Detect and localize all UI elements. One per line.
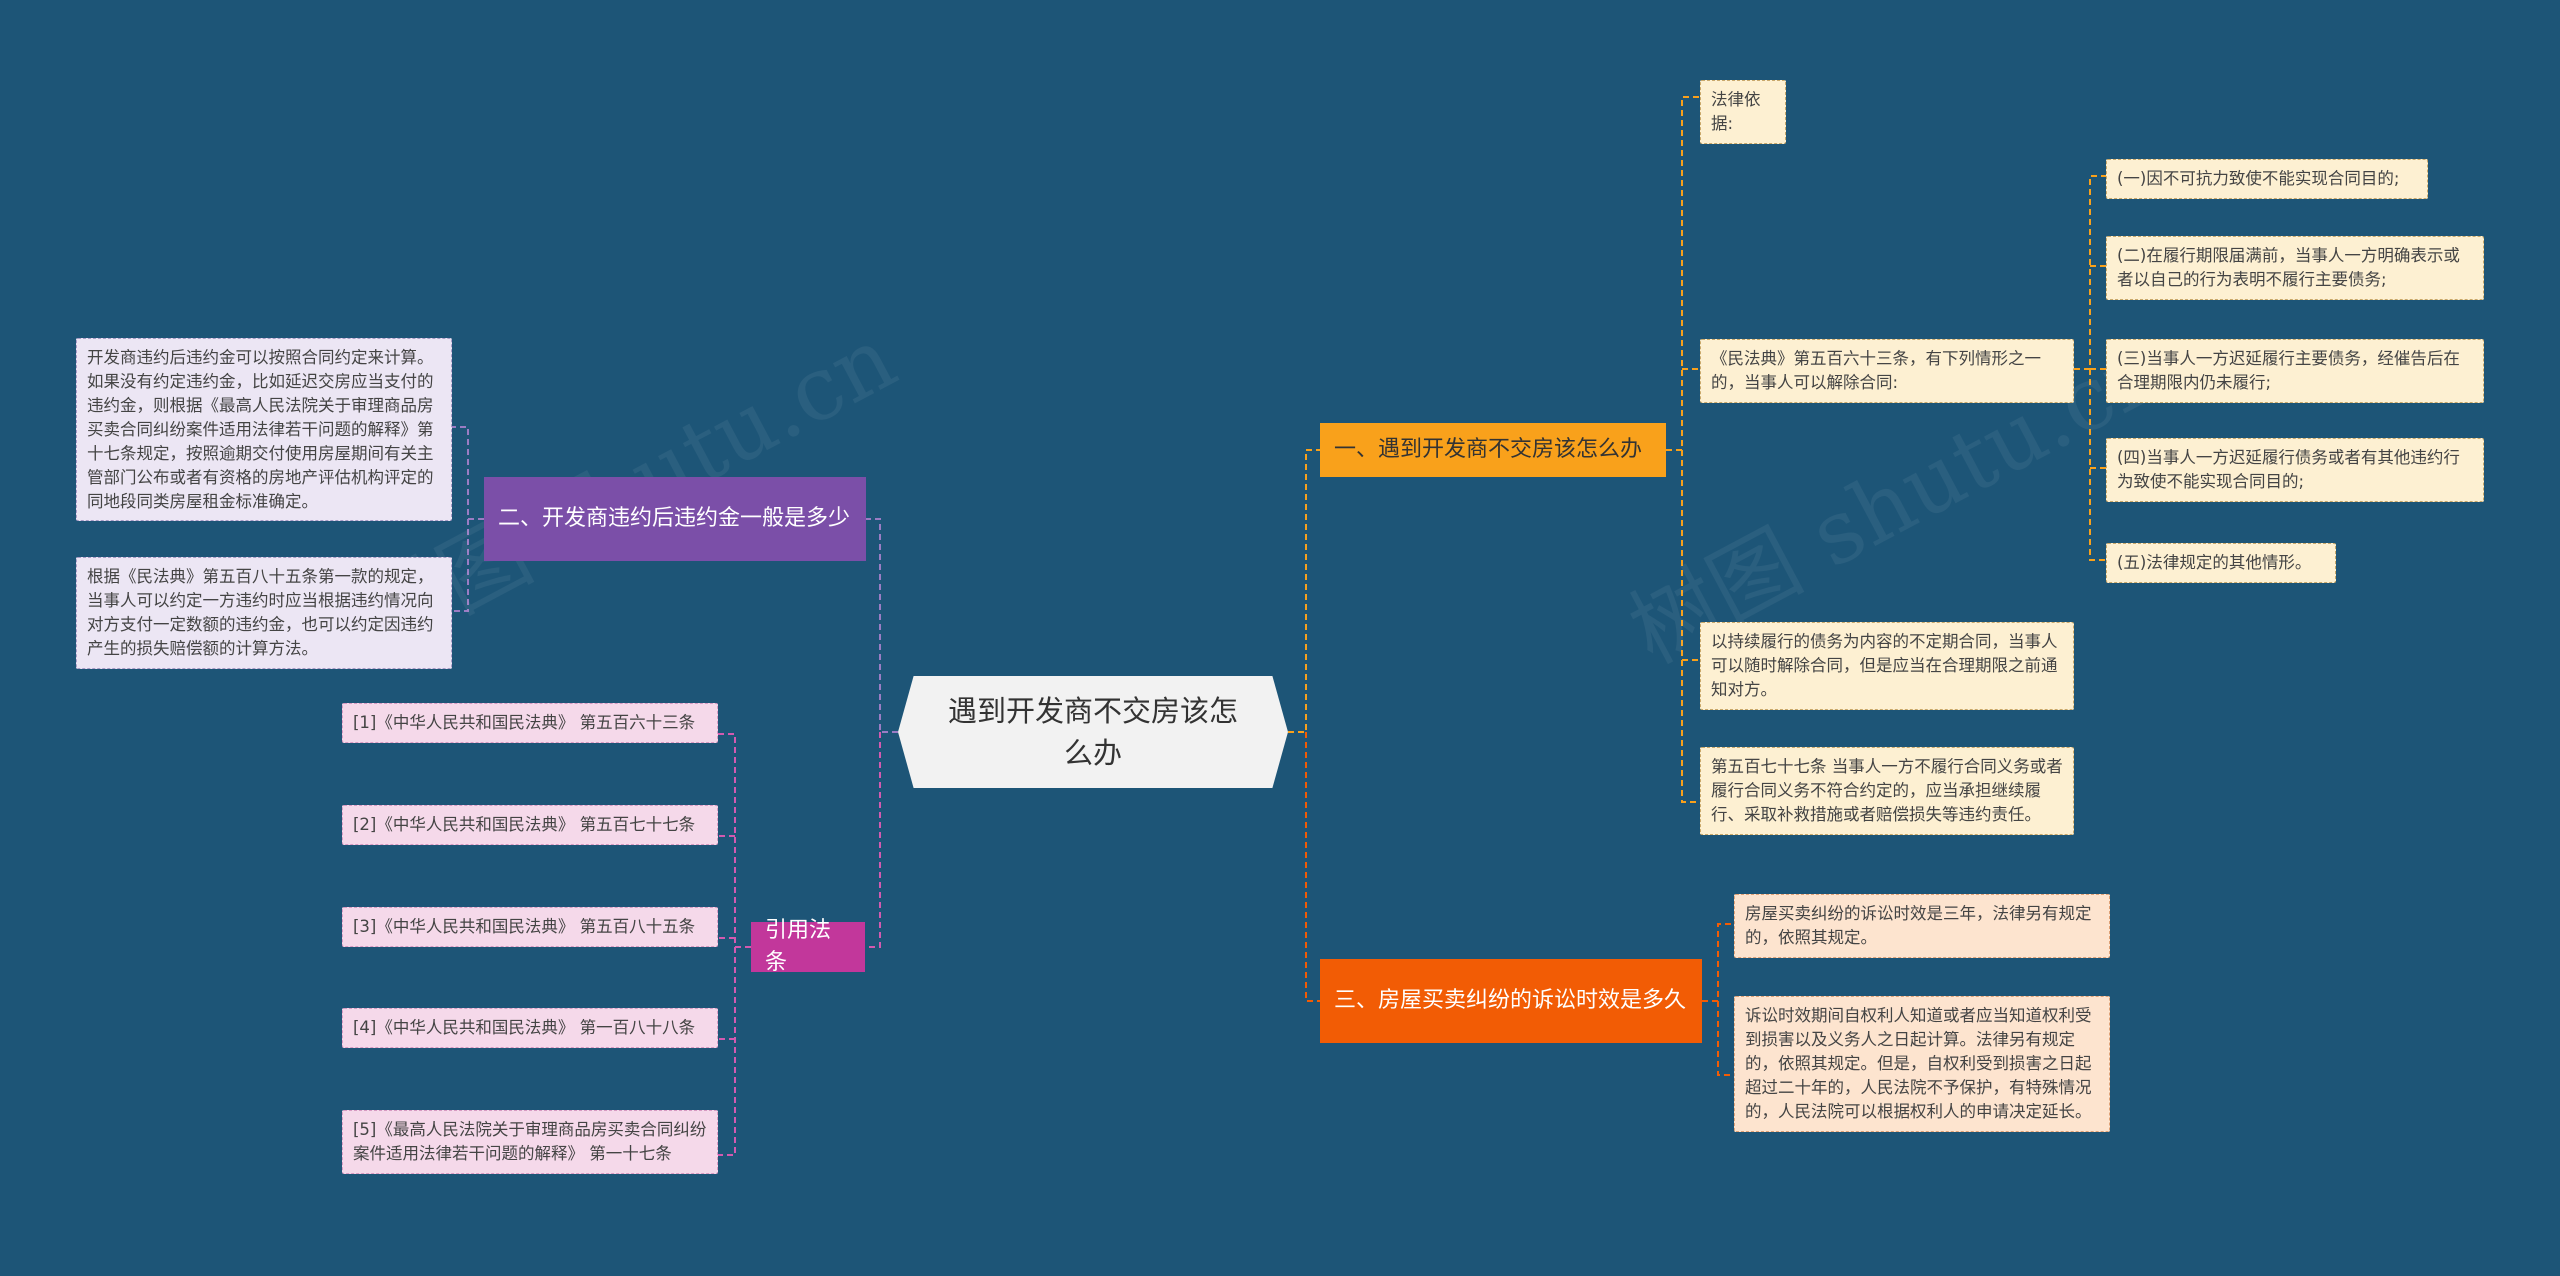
leaf-case-1[interactable]: (一)因不可抗力致使不能实现合同目的; xyxy=(2106,159,2428,199)
leaf-article-577[interactable]: 第五百七十七条 当事人一方不履行合同义务或者履行合同义务不符合约定的，应当承担继… xyxy=(1700,747,2074,835)
leaf-case-2[interactable]: (二)在履行期限届满前，当事人一方明确表示或者以自己的行为表明不履行主要债务; xyxy=(2106,236,2484,300)
branch-limitation-period[interactable]: 三、房屋买卖纠纷的诉讼时效是多久 xyxy=(1320,959,1702,1043)
leaf-civil-code-585[interactable]: 根据《民法典》第五百八十五条第一款的规定，当事人可以约定一方违约时应当根据违约情… xyxy=(76,557,452,669)
leaf-citation-1[interactable]: [1]《中华人民共和国民法典》 第五百六十三条 xyxy=(342,703,718,743)
branch-penalty-amount[interactable]: 二、开发商违约后违约金一般是多少 xyxy=(484,477,866,561)
branch-not-deliver-house[interactable]: 一、遇到开发商不交房该怎么办 xyxy=(1320,423,1666,477)
leaf-citation-4[interactable]: [4]《中华人民共和国民法典》 第一百八十八条 xyxy=(342,1008,718,1048)
leaf-citation-2[interactable]: [2]《中华人民共和国民法典》 第五百七十七条 xyxy=(342,805,718,845)
leaf-continuous-contract[interactable]: 以持续履行的债务为内容的不定期合同，当事人可以随时解除合同，但是应当在合理期限之… xyxy=(1700,622,2074,710)
leaf-penalty-calculation[interactable]: 开发商违约后违约金可以按照合同约定来计算。如果没有约定违约金，比如延迟交房应当支… xyxy=(76,338,452,522)
leaf-citation-3[interactable]: [3]《中华人民共和国民法典》 第五百八十五条 xyxy=(342,907,718,947)
leaf-article-563[interactable]: 《民法典》第五百六十三条，有下列情形之一的，当事人可以解除合同: xyxy=(1700,339,2074,403)
leaf-case-3[interactable]: (三)当事人一方迟延履行主要债务，经催告后在合理期限内仍未履行; xyxy=(2106,339,2484,403)
branch-cited-laws[interactable]: 引用法条 xyxy=(751,918,865,975)
leaf-limitation-three-years[interactable]: 房屋买卖纠纷的诉讼时效是三年，法律另有规定的，依照其规定。 xyxy=(1734,894,2110,958)
leaf-limitation-start[interactable]: 诉讼时效期间自权利人知道或者应当知道权利受到损害以及义务人之日起计算。法律另有规… xyxy=(1734,996,2110,1132)
central-topic[interactable]: 遇到开发商不交房该怎么办 xyxy=(898,676,1288,788)
leaf-legal-basis[interactable]: 法律依据: xyxy=(1700,80,1786,144)
leaf-case-4[interactable]: (四)当事人一方迟延履行债务或者有其他违约行为致使不能实现合同目的; xyxy=(2106,438,2484,502)
leaf-citation-5[interactable]: [5]《最高人民法院关于审理商品房买卖合同纠纷案件适用法律若干问题的解释》 第一… xyxy=(342,1110,718,1174)
leaf-case-5[interactable]: (五)法律规定的其他情形。 xyxy=(2106,543,2336,583)
